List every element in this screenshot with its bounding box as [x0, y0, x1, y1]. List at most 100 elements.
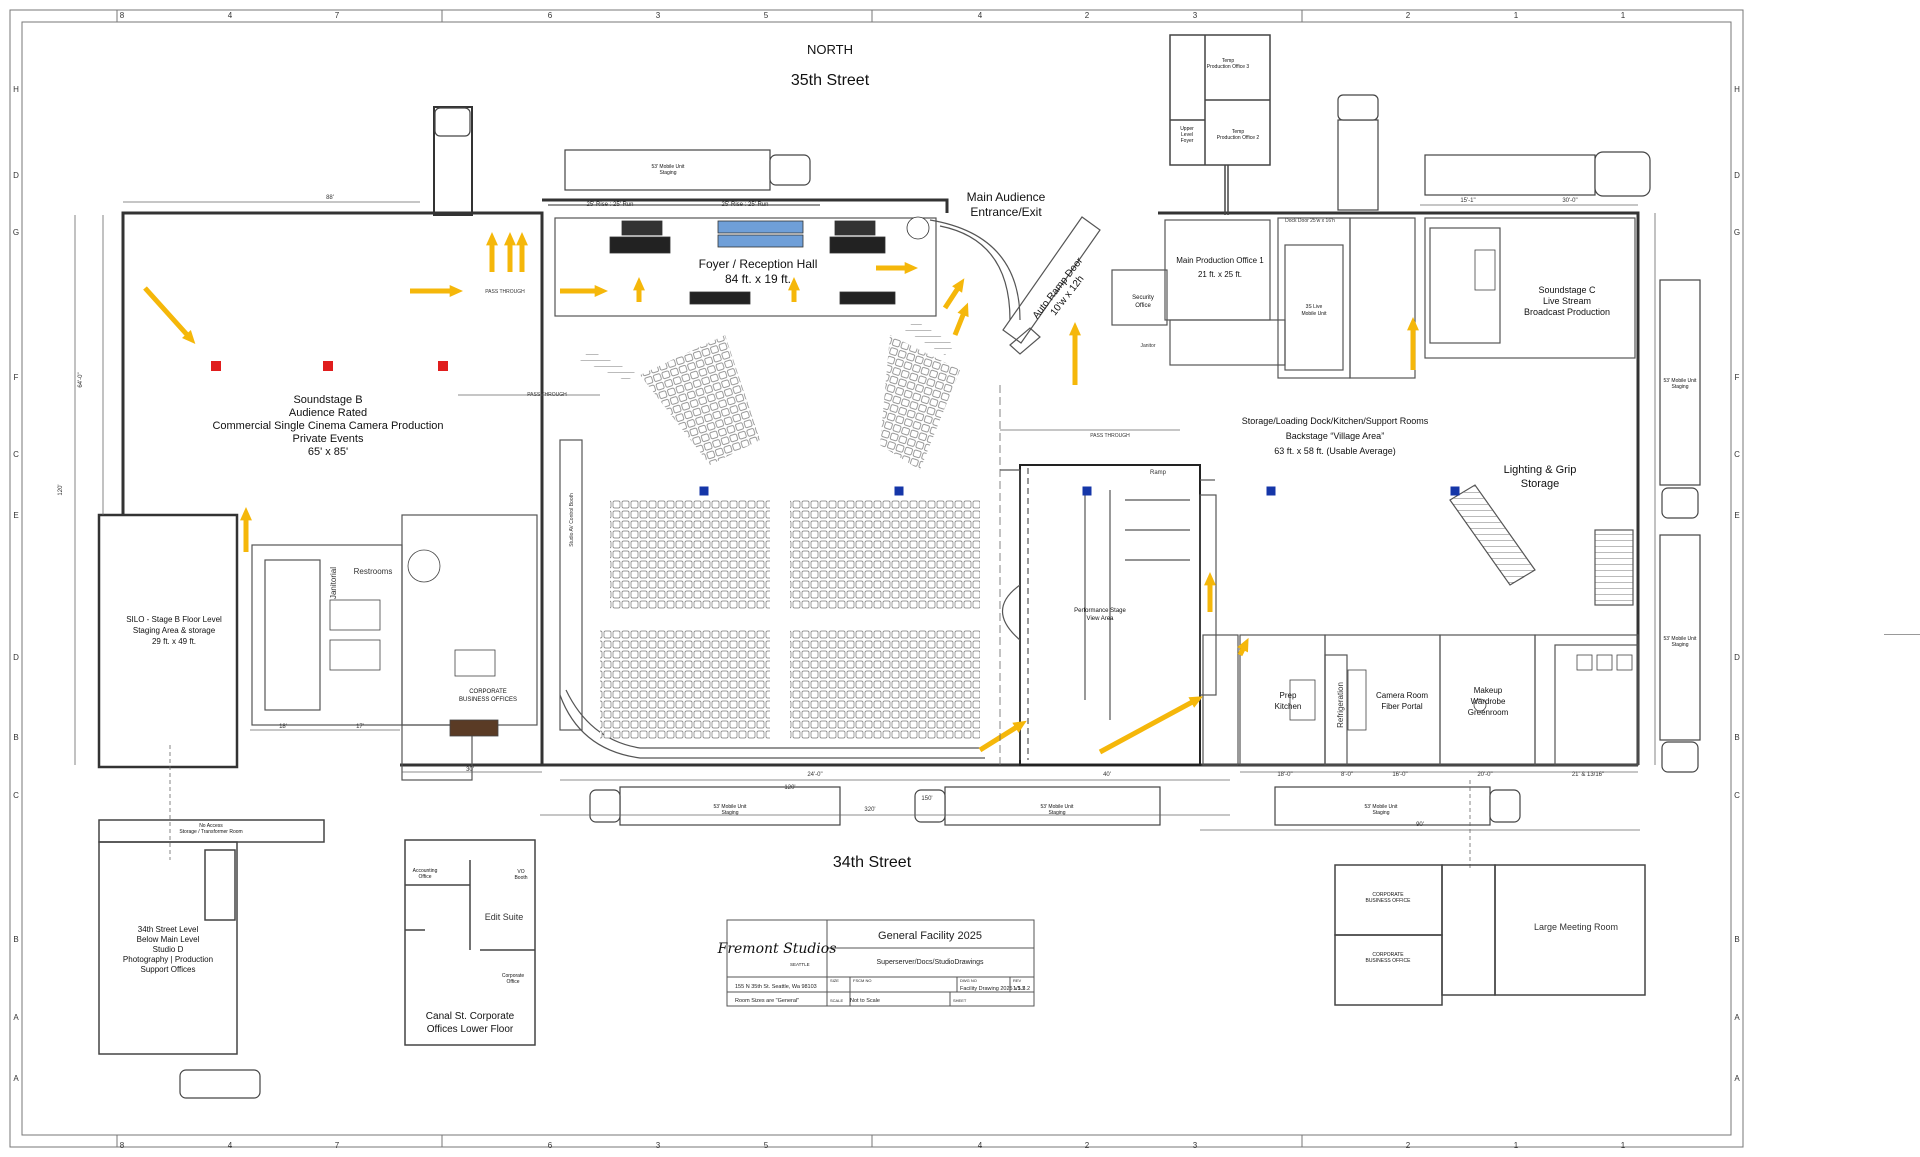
prep-kitchen-label-line: Prep	[1280, 691, 1297, 700]
ramp-label: Ramp	[1150, 470, 1167, 476]
grid-column-label: 2	[1085, 11, 1090, 20]
large-meeting-room-label: Large Meeting Room	[1534, 922, 1618, 932]
grid-row-label: D	[1734, 171, 1740, 180]
grid-column-label: 7	[335, 1141, 340, 1150]
traffic-arrow-head	[594, 285, 608, 297]
north-label: NORTH	[807, 42, 853, 57]
van-studio-d	[179, 1069, 261, 1099]
dim-dock-door: Dock Door 25'w x 16'h	[1285, 218, 1335, 224]
grid-row-label: F	[14, 373, 19, 382]
studio-d-plan	[98, 819, 325, 1055]
grid-row-label: C	[1734, 450, 1740, 459]
grid-column-label: 4	[228, 11, 233, 20]
truck-right-2-label-line: 53' Mobile Unit	[1664, 636, 1698, 642]
truck-bottom-right	[1274, 786, 1521, 826]
corporate-business-office-1-label-line: CORPORATE	[1372, 892, 1404, 898]
grid-column-label: 8	[120, 11, 125, 20]
dim-120: 120'	[784, 785, 795, 791]
grid-row-label: G	[1734, 228, 1740, 237]
dim-30: 30'-0"	[1562, 198, 1577, 204]
upper-foyer-label-line: Level	[1181, 132, 1193, 138]
grid-column-label: 2	[1406, 1141, 1411, 1150]
bottom-dimension-label: 20'-0"	[1477, 772, 1492, 778]
traffic-arrow-head	[633, 277, 645, 291]
grid-row-label: H	[1734, 85, 1740, 94]
room-sizes-note: Room Sizes are "General"	[735, 998, 799, 1004]
dim-b-width: 88'	[326, 195, 334, 201]
fscm-label: FSCM NO	[853, 978, 871, 983]
title-block-title: General Facility 2025	[878, 930, 982, 942]
grid-column-label: 1	[1514, 1141, 1519, 1150]
foyer-furniture	[609, 216, 930, 305]
backstage-label-line: 63 ft. x 58 ft. (Usable Average)	[1274, 446, 1395, 456]
traffic-arrow	[1098, 697, 1198, 755]
blue-light-markers	[699, 486, 1460, 496]
traffic-arrow-head	[788, 277, 800, 291]
grid-column-label: 5	[764, 11, 769, 20]
logo-subtitle: SEATTLE	[790, 962, 810, 967]
edge-tick	[1884, 634, 1920, 635]
bottom-dimension-label: 18'-0"	[1277, 772, 1292, 778]
truck-right-2-label-line: Staging	[1672, 642, 1689, 648]
traffic-arrow-head	[1237, 637, 1249, 653]
grid-row-label: E	[1734, 511, 1739, 520]
bottom-dimension-label: 16'-0"	[1392, 772, 1407, 778]
grid-row-label: B	[1734, 935, 1739, 944]
soundstage-b-label-line: Audience Rated	[289, 407, 367, 419]
revision: 1.5.2	[1013, 986, 1025, 992]
accounting-office-label-line: Accounting	[413, 868, 438, 874]
production-office-1-label-line: 21 ft. x 25 ft.	[1198, 270, 1242, 279]
grid-row-label: F	[1735, 373, 1740, 382]
truck-bottom-mid-label-line: 53' Mobile Unit	[1041, 804, 1075, 810]
blue-light-marker	[1266, 486, 1276, 496]
truck-bottom-right-label-line: Staging	[1373, 810, 1390, 816]
grid-column-label: 3	[656, 1141, 661, 1150]
grid-column-label: 4	[228, 1141, 233, 1150]
vo-booth-label-line: Booth	[514, 875, 527, 881]
grid-row-label: D	[13, 653, 19, 662]
traffic-arrow-head	[240, 507, 252, 521]
corporate-business-office-2-label-line: CORPORATE	[1372, 952, 1404, 958]
pass-through-label: PASS THROUGH	[527, 392, 567, 398]
refrigeration-label: Refrigeration	[1336, 682, 1345, 728]
blue-light-marker	[1450, 486, 1460, 496]
blue-light-marker	[1082, 486, 1092, 496]
grid-column-label: 3	[1193, 11, 1198, 20]
dim-ramp-1: 25' Rise : 25' Run	[587, 202, 634, 208]
backstage-label: Storage/Loading Dock/Kitchen/Support Roo…	[1242, 416, 1429, 456]
dim-15: 15'-1"	[1460, 198, 1475, 204]
grid-column-label: 6	[548, 1141, 553, 1150]
camera-room-label-line: Camera Room	[1376, 691, 1428, 700]
backstage-label-line: Storage/Loading Dock/Kitchen/Support Roo…	[1242, 416, 1429, 426]
fixtures	[329, 249, 1633, 737]
soundstage-b-label-line: 65' x 85'	[308, 446, 348, 458]
bottom-dimension-label: 18'	[279, 724, 287, 730]
truck-bottom-left-label-line: Staging	[722, 810, 739, 816]
traffic-flow-arrows	[143, 232, 1419, 755]
bottom-dimension-label: 40'	[1103, 772, 1111, 778]
grid-row-label: D	[13, 171, 19, 180]
grid-row-label: A	[13, 1013, 19, 1022]
size-label: SIZE	[830, 978, 839, 983]
sheet-label: SHEET	[953, 998, 967, 1003]
corporate-office-small-label-line: Office	[507, 979, 520, 985]
truck-right-2	[1659, 534, 1701, 773]
truck-bottom-mid	[914, 786, 1161, 826]
grid-column-label: 3	[656, 11, 661, 20]
temp-office-3-label-line: Temp	[1222, 58, 1234, 64]
grid-column-label: 3	[1193, 1141, 1198, 1150]
